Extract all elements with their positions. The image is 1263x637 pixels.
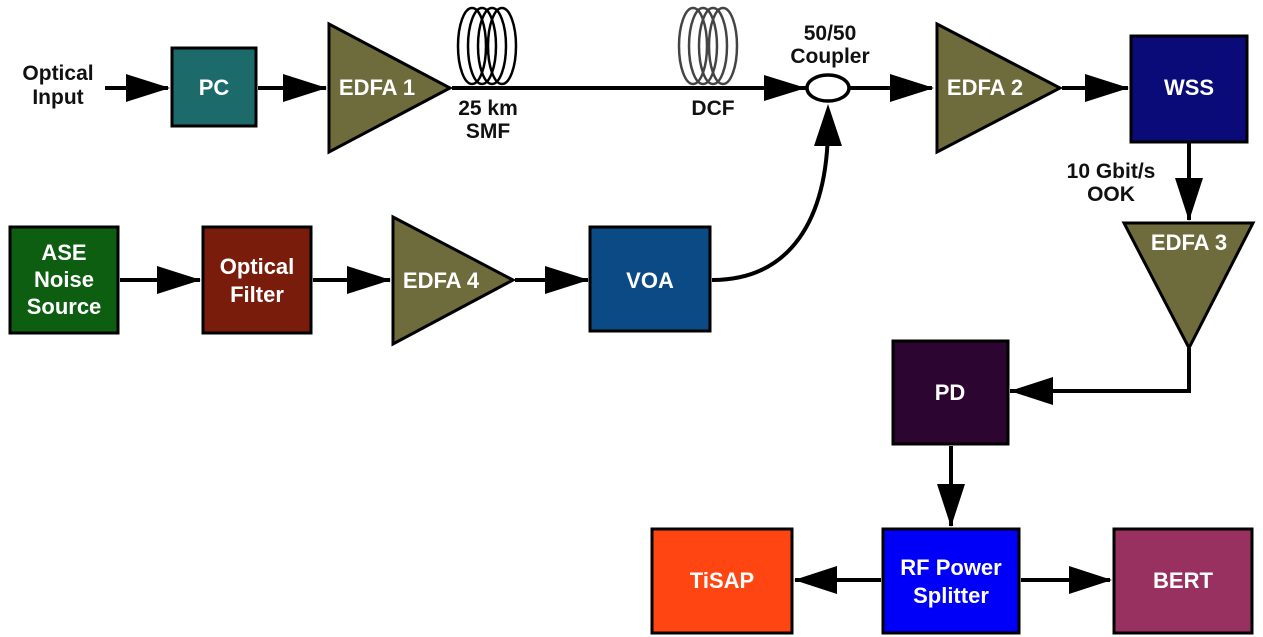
arrowhead <box>794 566 837 594</box>
optical-input-label-1: Optical <box>22 62 93 85</box>
link-edfa3-pd <box>1010 348 1191 393</box>
arrowhead <box>347 266 391 294</box>
edfa4-triangle <box>391 214 517 347</box>
coupler-label-2: Coupler <box>790 45 869 68</box>
voa-label: VOA <box>626 268 674 293</box>
voa-block <box>588 225 712 333</box>
ase-source-block <box>8 225 120 335</box>
arrowhead <box>1175 178 1203 221</box>
arrowhead <box>890 74 934 102</box>
edfa2-triangle <box>935 21 1064 155</box>
pc-label: PC <box>199 75 230 100</box>
coupler-label-1: 50/50 <box>804 22 857 45</box>
ase-label-2: Noise <box>34 267 94 292</box>
wss-block <box>1129 34 1249 144</box>
smf-label-1: 25 km <box>458 97 518 120</box>
edfa2-label: EDFA 2 <box>947 75 1023 100</box>
rf-splitter-block <box>881 527 1021 635</box>
arrowhead <box>157 266 201 294</box>
pd-label: PD <box>935 380 966 405</box>
rf-splitter-label-1: RF Power <box>900 555 1002 580</box>
optical-input-label-2: Input <box>32 86 83 109</box>
arrowhead <box>1010 377 1053 405</box>
optical-filter-block <box>201 225 313 335</box>
arrowheads <box>126 74 1203 594</box>
coupler-node <box>805 73 851 103</box>
rf-splitter-label-2: Splitter <box>913 583 989 608</box>
arrowhead <box>545 266 589 294</box>
link-voa-coupler <box>711 124 830 282</box>
pd-block <box>891 339 1010 446</box>
optical-filter-label-2: Filter <box>230 282 284 307</box>
edfa4-label: EDFA 4 <box>403 268 480 293</box>
smf-label-2: SMF <box>466 120 511 143</box>
tisap-block <box>650 527 794 635</box>
optical-filter-label-1: Optical <box>220 254 295 279</box>
wss-label: WSS <box>1164 75 1214 100</box>
dcf-spool-icon <box>677 6 739 86</box>
modulation-label-2: OOK <box>1087 183 1135 206</box>
arrowhead <box>283 74 327 102</box>
arrowhead <box>126 74 170 102</box>
smf-spool-icon <box>456 6 518 86</box>
modulation-label-1: 10 Gbit/s <box>1067 160 1156 183</box>
dcf-label: DCF <box>691 97 734 120</box>
arrowhead <box>937 484 965 527</box>
bert-label: BERT <box>1153 568 1213 593</box>
edfa3-triangle <box>1121 221 1256 352</box>
arrowhead <box>814 104 842 146</box>
bert-block <box>1112 527 1254 635</box>
arrowhead <box>1069 566 1112 594</box>
pc-block <box>170 46 258 128</box>
arrowhead <box>1085 74 1129 102</box>
edfa3-label: EDFA 3 <box>1151 230 1227 255</box>
ase-label-3: Source <box>27 294 102 319</box>
ase-label-1: ASE <box>41 240 86 265</box>
edfa1-triangle <box>327 21 454 155</box>
arrowhead <box>764 75 806 101</box>
tisap-label: TiSAP <box>690 568 754 593</box>
edfa1-label: EDFA 1 <box>339 75 415 100</box>
